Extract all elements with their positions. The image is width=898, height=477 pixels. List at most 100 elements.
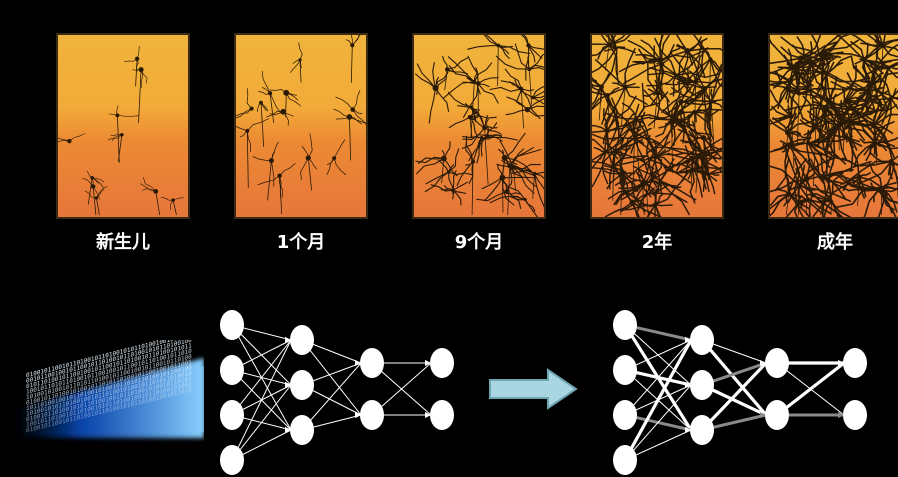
dendrite	[697, 149, 716, 157]
axon	[444, 69, 448, 91]
dendrite	[592, 133, 636, 141]
dendrite	[486, 134, 503, 138]
dendrite	[335, 96, 354, 110]
dendrite	[260, 102, 269, 112]
dendrite	[592, 94, 609, 110]
dendrite	[462, 134, 488, 141]
dendrite	[624, 86, 648, 106]
dendrite	[592, 149, 616, 188]
dendrite	[428, 87, 437, 124]
dendrite	[608, 44, 637, 54]
axon	[502, 177, 504, 213]
dendrite	[497, 44, 531, 55]
connections	[231, 324, 432, 461]
dendrite	[647, 203, 656, 217]
axon	[267, 160, 272, 201]
axon	[620, 173, 623, 216]
dendrite	[796, 203, 811, 217]
dendrite	[269, 92, 282, 114]
dendrite	[143, 177, 157, 192]
dendrite	[96, 186, 108, 199]
dendrite	[771, 105, 792, 118]
dendrite	[623, 179, 647, 186]
dendrite	[351, 35, 361, 46]
dendrite	[654, 37, 677, 77]
dendrite	[798, 198, 825, 204]
axon	[612, 166, 614, 201]
dendrite	[452, 189, 462, 206]
connection-arrowhead	[355, 412, 361, 418]
dendrite	[633, 137, 645, 144]
network-node	[613, 400, 637, 430]
dendrite	[504, 157, 523, 178]
dendrite	[825, 62, 844, 75]
dendrite	[675, 35, 689, 52]
dendrite	[807, 142, 836, 154]
dendrite	[863, 189, 880, 217]
dendrite	[601, 150, 609, 185]
dendrite	[246, 88, 252, 109]
dendrite	[828, 117, 840, 127]
dendrite	[825, 105, 843, 127]
dendrite	[478, 137, 483, 151]
dendrite	[654, 125, 687, 158]
dendrite	[686, 111, 696, 125]
dendrite	[258, 91, 271, 95]
dendrite	[501, 176, 538, 179]
dendrite	[349, 116, 362, 125]
dendrite	[874, 35, 880, 71]
dendrite	[448, 171, 473, 176]
axon	[613, 150, 616, 180]
dendrite	[825, 105, 850, 121]
dendrite	[269, 89, 287, 94]
stage-label-9-months: 9个月	[454, 232, 504, 253]
axon	[513, 167, 516, 192]
dendrite	[434, 72, 449, 89]
network-node	[290, 325, 314, 355]
dendrite	[792, 53, 812, 69]
dendrite	[774, 144, 791, 192]
dendrite	[504, 157, 518, 165]
dendrite	[845, 132, 860, 178]
network-node	[360, 400, 384, 430]
dendrite	[676, 45, 689, 52]
axon	[658, 59, 661, 92]
dendrite	[335, 116, 350, 120]
dendrite	[807, 142, 851, 162]
dendrite	[484, 126, 498, 129]
dendrite	[686, 37, 708, 52]
dendrite	[635, 53, 662, 61]
axon	[661, 64, 663, 99]
dendrite	[236, 108, 252, 117]
dendrite	[672, 74, 677, 97]
dendrite	[785, 203, 798, 217]
dendrite	[621, 172, 629, 198]
dendrite	[612, 118, 638, 142]
dendrite	[532, 90, 544, 99]
dendrite	[869, 141, 876, 154]
connection-line	[231, 384, 292, 461]
axon	[484, 127, 489, 185]
brain-panel-2-years	[590, 33, 724, 219]
dendrite	[271, 141, 279, 161]
dendrite	[874, 62, 898, 71]
neural-network-trained	[613, 310, 867, 475]
dendrite	[480, 137, 483, 157]
dendrite	[770, 118, 789, 134]
dendrite	[107, 134, 123, 140]
dendrite	[795, 168, 825, 204]
dendrite	[691, 58, 712, 96]
dendrite	[830, 201, 839, 217]
dendrite	[533, 171, 544, 175]
dendrite	[867, 85, 883, 111]
dendrite	[601, 35, 611, 46]
dendrite	[788, 144, 825, 184]
dendrite	[686, 50, 706, 78]
dendrite	[621, 172, 646, 213]
dendrite	[452, 181, 469, 191]
dendrite	[473, 67, 479, 83]
dendrite	[496, 163, 503, 179]
dendrite	[504, 132, 526, 159]
dendrite	[844, 99, 875, 122]
connection-arrowhead	[838, 412, 844, 418]
